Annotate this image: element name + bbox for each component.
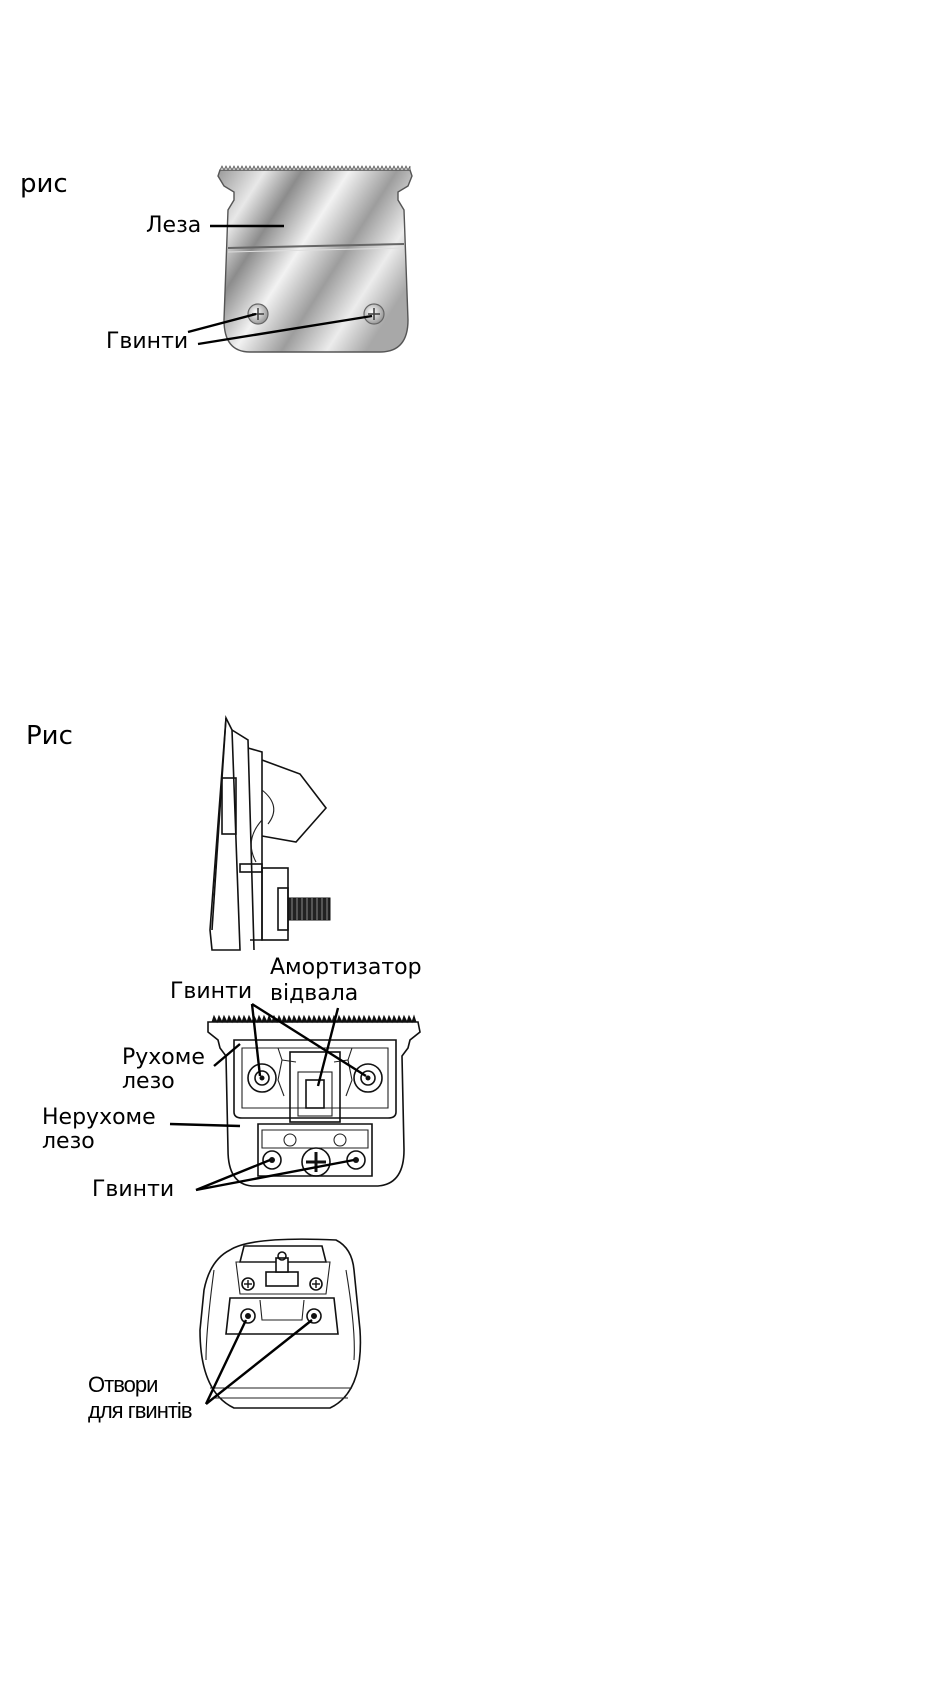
screw-right-icon xyxy=(364,304,384,324)
moving-blade-leader-line xyxy=(214,1044,240,1066)
moving-blade-label-line-1: Рухоме xyxy=(122,1045,205,1070)
screw-holes-label-line-1: Отвори xyxy=(88,1372,157,1397)
top-screw-left-icon xyxy=(248,1064,276,1092)
blades-label: Леза xyxy=(146,213,201,238)
fixed-blade-label-line-1: Нерухоме xyxy=(42,1105,156,1130)
figure-1-caption: рис xyxy=(20,169,68,199)
damper-label-line-2: відвала xyxy=(270,981,358,1006)
bottom-screws-label: Гвинти xyxy=(92,1177,174,1202)
top-screw-right-icon xyxy=(354,1064,382,1092)
trimmer-head-illustration xyxy=(200,1239,360,1408)
screw-left-icon xyxy=(248,304,268,324)
fixed-blade-leader-line xyxy=(170,1124,240,1126)
blade-front-view-illustration xyxy=(208,1016,420,1186)
blade-side-view-illustration xyxy=(210,718,330,950)
screw-holes-label-line-2: для гвинтів xyxy=(88,1398,192,1423)
fixed-blade-label-line-2: лезо xyxy=(42,1129,95,1154)
head-screw-right-icon xyxy=(310,1278,322,1290)
screw-holes-leader-right xyxy=(206,1320,312,1404)
figure-1: рис Леза Гвинти xyxy=(20,166,412,354)
moving-blade-label-line-2: лезо xyxy=(122,1069,175,1094)
damper-label-line-1: Амортизатор xyxy=(270,955,422,980)
screws-label: Гвинти xyxy=(106,329,188,354)
head-screw-left-icon xyxy=(242,1278,254,1290)
center-screw-icon xyxy=(302,1148,330,1176)
figure-2: Рис xyxy=(26,718,422,1423)
bottom-screw-left-icon xyxy=(263,1151,281,1169)
top-screws-label: Гвинти xyxy=(170,979,252,1004)
screw-hole-left-icon xyxy=(241,1309,255,1323)
figure-2-caption: Рис xyxy=(26,721,73,751)
